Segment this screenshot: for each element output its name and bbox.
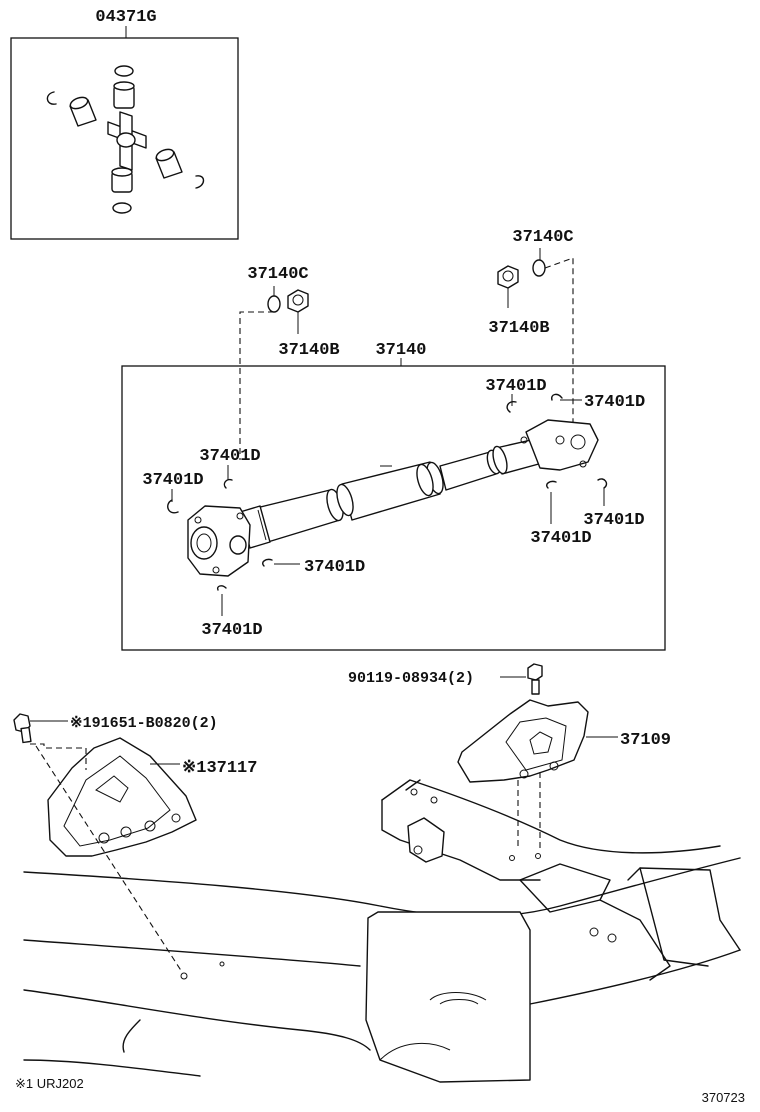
footnote: ※1 URJ202 xyxy=(15,1076,84,1091)
label-37401D-5: 37401D xyxy=(304,558,365,577)
label-37401D-6: 37401D xyxy=(583,511,644,530)
label-37140C-left: 37140C xyxy=(247,265,308,284)
lock-washer-right xyxy=(532,248,546,277)
bolt-90119 xyxy=(527,663,543,695)
nut-right xyxy=(497,265,519,308)
label-37140: 37140 xyxy=(375,341,426,360)
guide-line-right xyxy=(544,257,574,430)
bolt-191651 xyxy=(13,713,32,744)
label-37140B-left: 37140B xyxy=(278,341,339,360)
label-37140B-right: 37140B xyxy=(488,319,549,338)
diagram-code: 370723 xyxy=(702,1090,745,1105)
bearing-cup-left xyxy=(69,96,97,127)
label-90119-08934: 90119-08934(2) xyxy=(348,670,474,687)
bracket-37117 xyxy=(47,737,197,857)
snap-ring-icon xyxy=(167,393,608,591)
label-37401D-8: 37401D xyxy=(201,621,262,640)
spider-cross xyxy=(107,111,147,171)
label-191651-B0820: ※191651-B0820(2) xyxy=(70,715,218,732)
label-37401D-2: 37401D xyxy=(584,393,645,412)
label-37401D-7: 37401D xyxy=(530,529,591,548)
bracket-37109 xyxy=(457,699,589,783)
label-37401D-4: 37401D xyxy=(142,471,203,490)
label-37140C-right: 37140C xyxy=(512,228,573,247)
label-37401D-3: 37401D xyxy=(199,447,260,466)
bearing-cup-bottom xyxy=(111,167,133,193)
kit-box xyxy=(10,37,239,240)
propeller-shaft xyxy=(187,419,599,577)
vehicle-frame xyxy=(23,779,741,1083)
label-04371G: 04371G xyxy=(95,8,156,27)
snap-ring-icon xyxy=(46,65,205,214)
universal-joint-kit xyxy=(10,26,239,240)
bearing-cup-right xyxy=(155,148,183,179)
propeller-shaft-box xyxy=(121,365,666,651)
label-37117: ※137117 xyxy=(182,759,257,778)
label-37401D-1: 37401D xyxy=(485,377,546,396)
guide-line-left xyxy=(239,311,274,460)
bearing-cup-top xyxy=(113,81,135,109)
nut-left xyxy=(287,289,309,334)
lock-washer-left xyxy=(267,286,281,313)
label-37109: 37109 xyxy=(620,731,671,750)
